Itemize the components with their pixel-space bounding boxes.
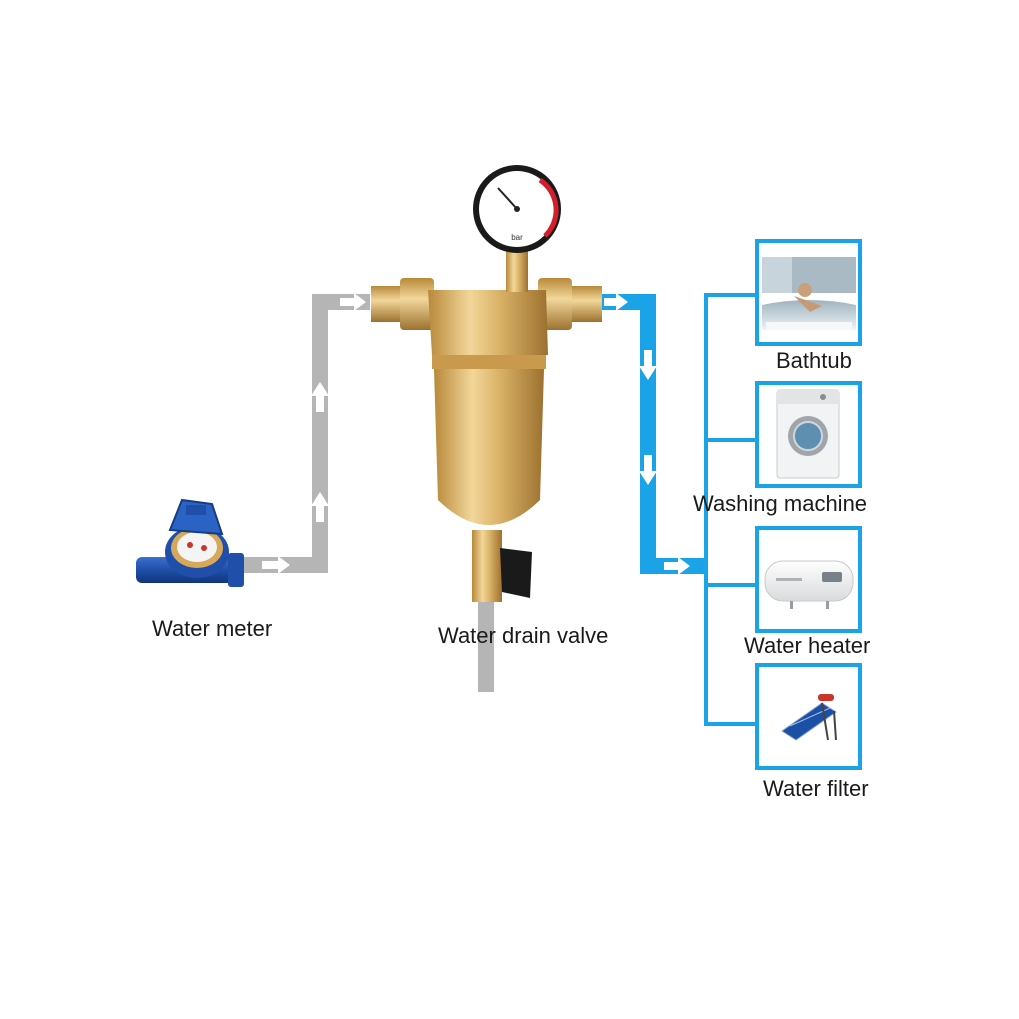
inlet-pipe (240, 293, 370, 574)
prefilter-illustration: bar (371, 165, 602, 602)
bathtub-label: Bathtub (776, 348, 852, 373)
water-filter-label: Water filter (763, 776, 869, 801)
washing-machine-box (755, 381, 862, 488)
arrow-down-icon (639, 455, 657, 485)
arrow-up-icon (311, 382, 329, 412)
water-meter-label: Water meter (152, 616, 273, 641)
washing-machine-label: Washing machine (693, 491, 868, 516)
arrow-right-icon (664, 557, 690, 575)
drain-pipe (478, 600, 494, 692)
arrow-up-icon (311, 492, 329, 522)
arrow-down-icon (639, 350, 657, 380)
arrow-right-icon (262, 556, 290, 574)
gauge-unit-label: bar (511, 233, 523, 242)
water-heater-label: Water heater (744, 633, 871, 658)
distribution-lines (704, 293, 757, 726)
arrow-right-icon (604, 293, 628, 311)
bathtub-box (755, 239, 862, 346)
water-meter-illustration (136, 498, 244, 587)
outlet-pipe (600, 293, 706, 575)
arrow-right-icon (340, 293, 366, 311)
water-filter-box (755, 663, 862, 770)
water-heater-box (755, 526, 862, 633)
drain-valve-label: Water drain valve (438, 623, 609, 648)
